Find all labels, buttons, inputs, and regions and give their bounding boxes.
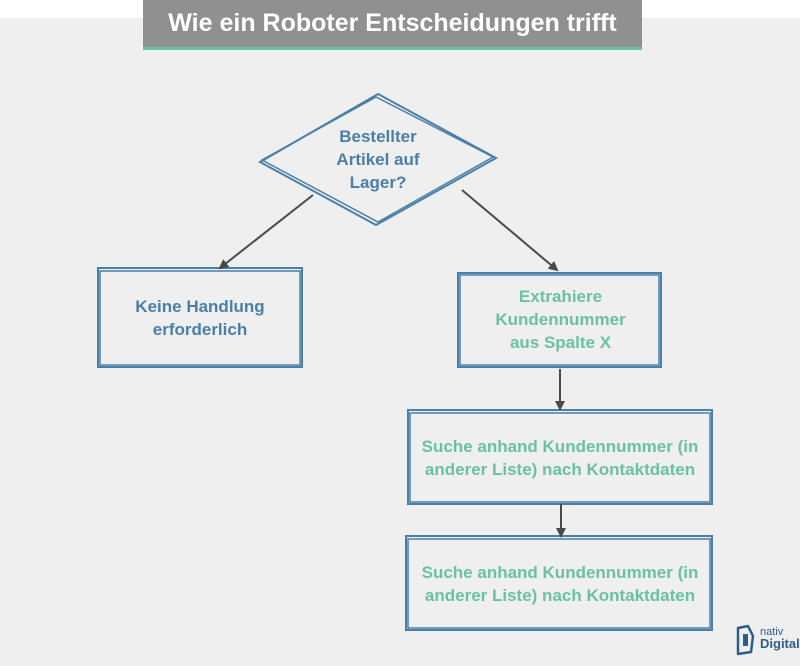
diagram-background xyxy=(0,18,800,666)
diagram-title: Wie ein Roboter Entscheidungen trifft xyxy=(143,0,642,50)
step2-label: Suche anhand Kundennummer (in anderer Li… xyxy=(421,437,699,479)
step3-label: Suche anhand Kundennummer (in anderer Li… xyxy=(421,563,699,605)
decision-label: Bestellter Artikel auf Lager? xyxy=(336,126,420,192)
nativ-digital-logo-icon xyxy=(736,624,755,656)
arrow-decision-to-no-action xyxy=(218,194,314,270)
step1-label: Extrahiere Kundennummer aus Spalte X xyxy=(495,286,626,352)
decision-diamond xyxy=(257,92,499,227)
logo-text: nativ Digital xyxy=(760,626,800,651)
no-action-label: Keine Handlung erforderlich xyxy=(135,297,265,339)
diagram-title-text: Wie ein Roboter Entscheidungen trifft xyxy=(168,9,617,37)
no-action-box xyxy=(97,267,303,368)
arrow-decision-to-step1 xyxy=(461,189,559,272)
step1-box xyxy=(457,272,662,368)
